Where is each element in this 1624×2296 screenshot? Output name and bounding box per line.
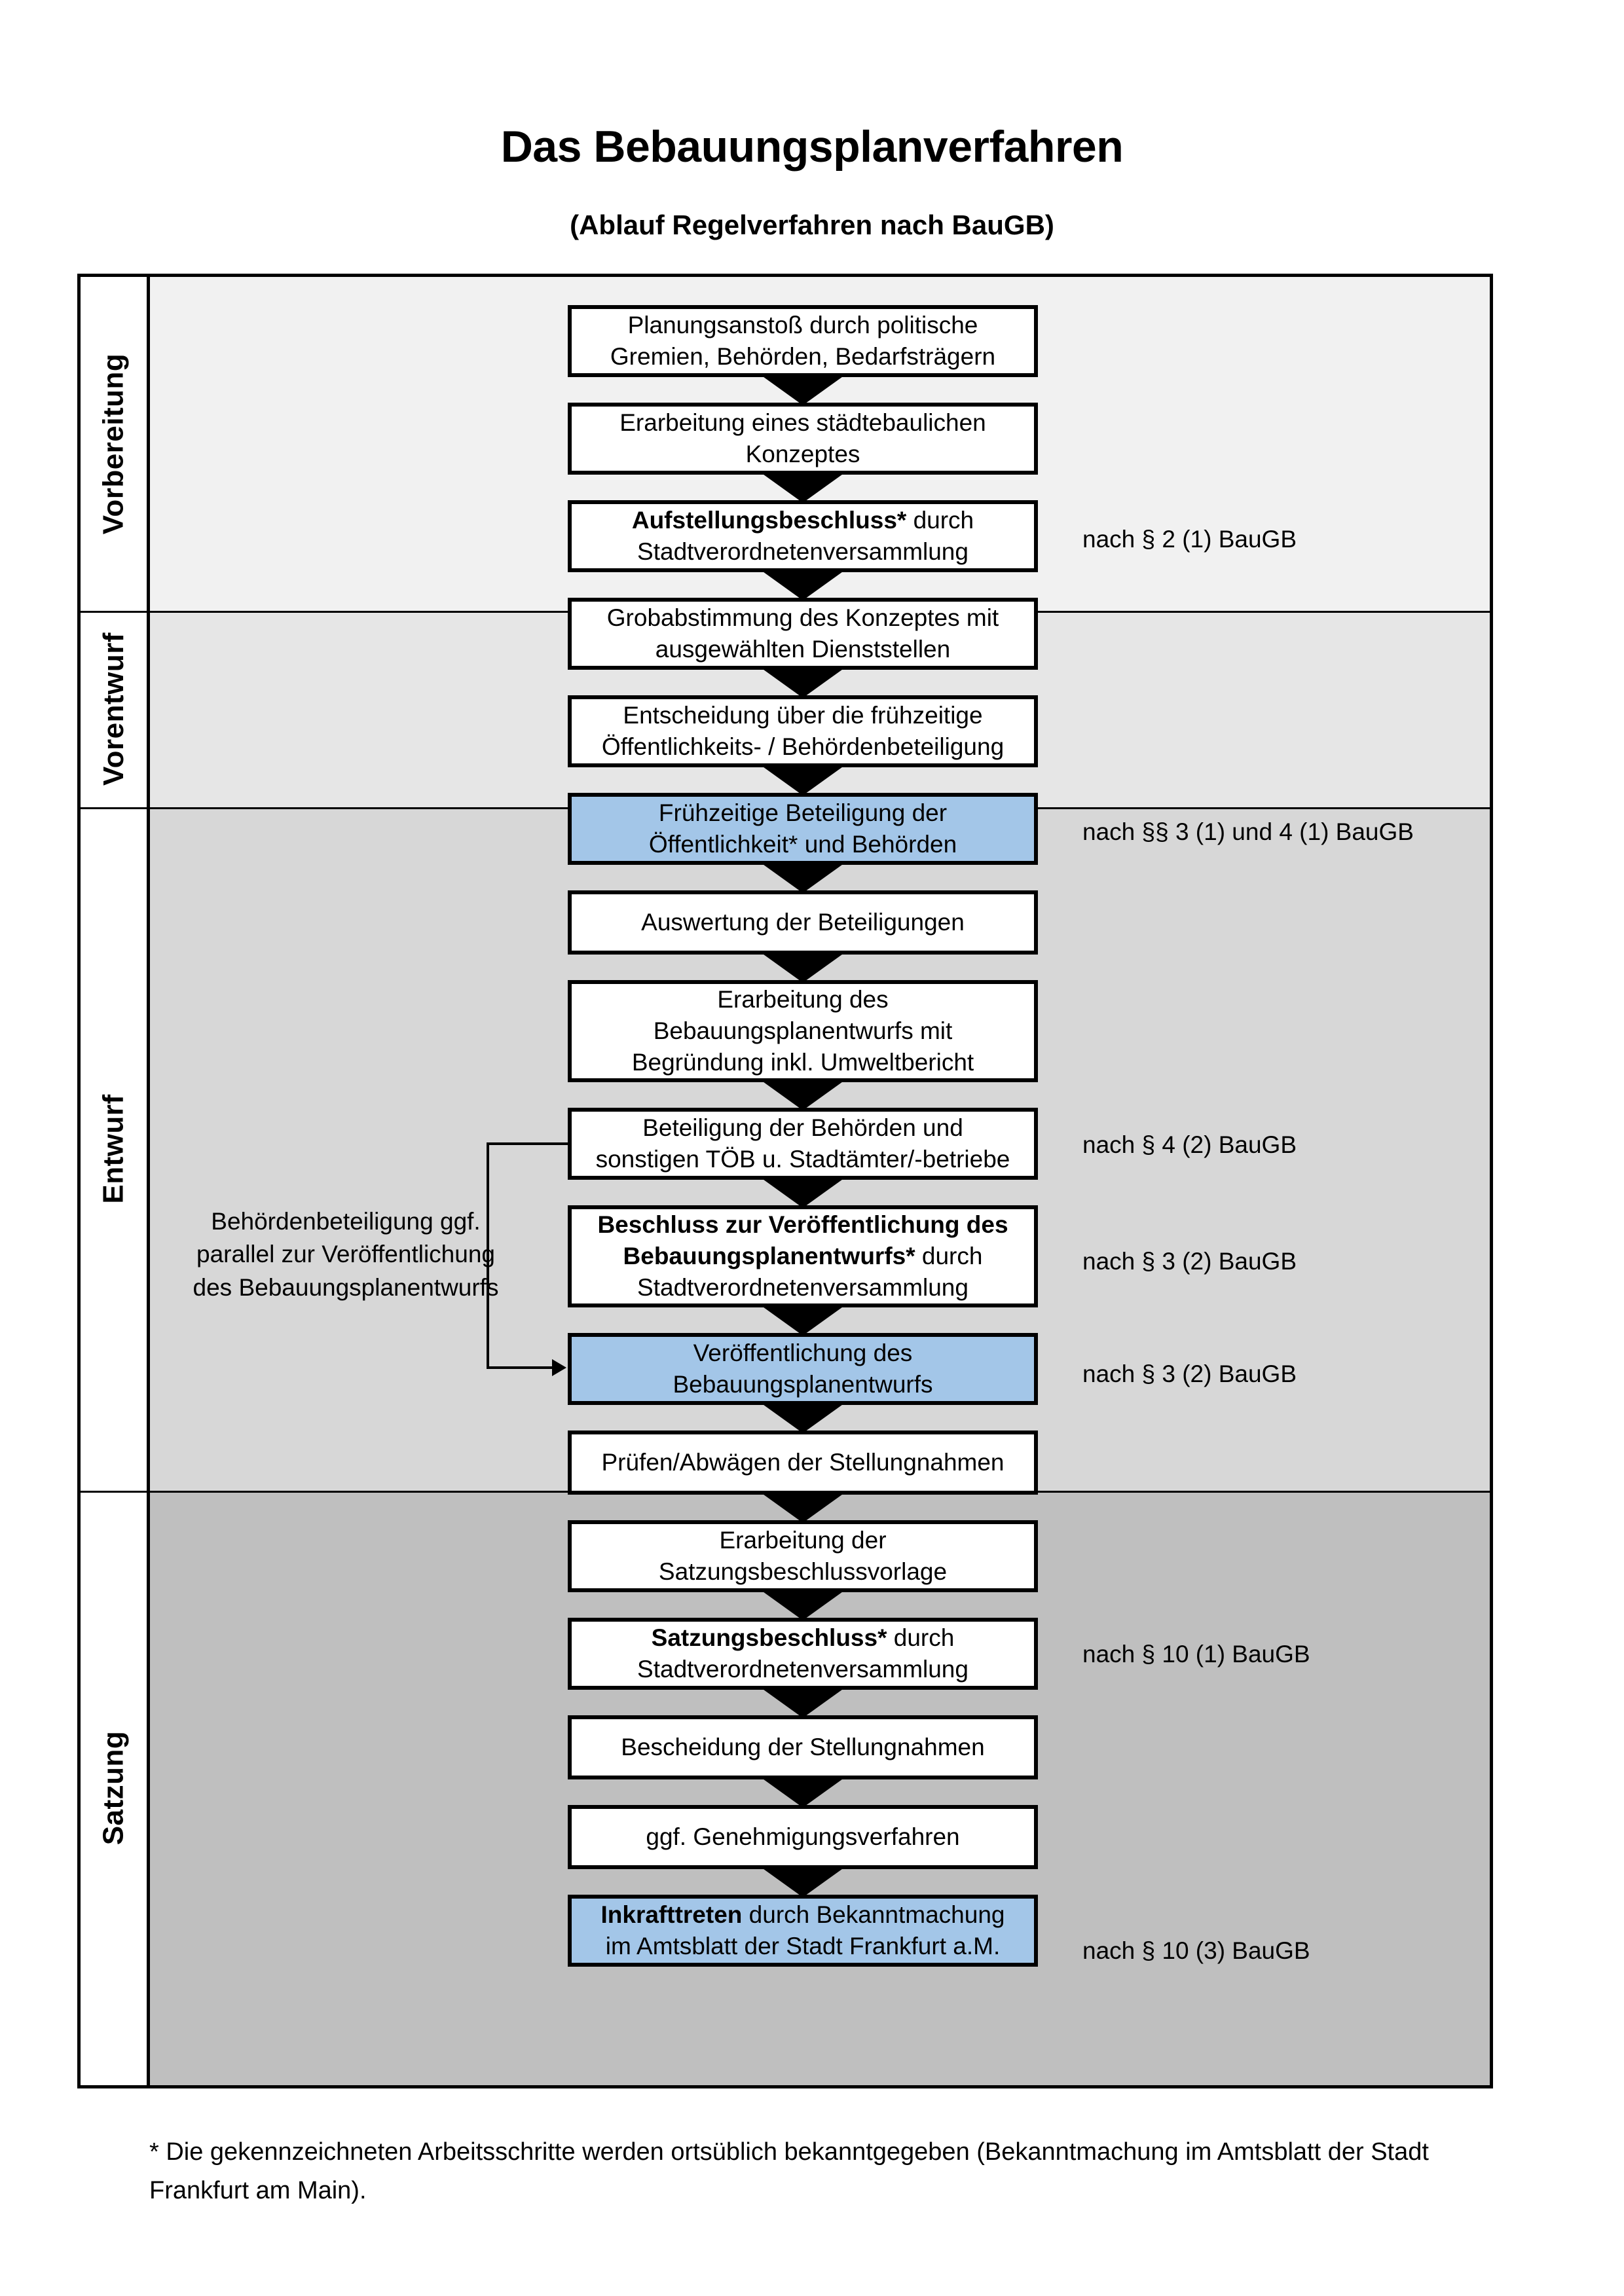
legal-ref-r5: nach § 3 (2) BauGB xyxy=(1082,1360,1297,1387)
process-box-s16[interactable]: ggf. Genehmigungsverfahren xyxy=(568,1805,1038,1869)
legal-ref-r7: nach § 10 (3) BauGB xyxy=(1082,1937,1310,1964)
process-box-s11[interactable]: Veröffentlichung des Bebauungsplanentwur… xyxy=(568,1333,1038,1405)
box-line-suffix: durch xyxy=(887,1624,955,1651)
box-line: Beschluss zur Veröffentlichung des xyxy=(597,1211,1008,1238)
box-line: Öffentlichkeits- / Behördenbeteiligung xyxy=(601,733,1005,760)
box-line: ggf. Genehmigungsverfahren xyxy=(646,1823,960,1850)
stage-label-text: Vorentwurf xyxy=(97,632,130,786)
process-box-s2[interactable]: Erarbeitung eines städtebaulichen Konzep… xyxy=(568,403,1038,475)
box-line: Satzungsbeschlussvorlage xyxy=(658,1558,948,1585)
box-line: Inkrafttreten durch Bekanntmachung xyxy=(601,1899,1005,1931)
process-box-s7[interactable]: Auswertung der Beteiligungen xyxy=(568,890,1038,955)
box-line: im Amtsblatt der Stadt Frankfurt a.M. xyxy=(605,1933,1001,1959)
stage-label-text: Vorbereitung xyxy=(97,353,130,535)
legal-ref-r6: nach § 10 (1) BauGB xyxy=(1082,1641,1310,1667)
box-line-strong: Aufstellungsbeschluss* xyxy=(631,506,907,534)
box-line: Erarbeitung der xyxy=(719,1526,887,1554)
box-line-strong: Satzungsbeschluss* xyxy=(651,1624,887,1651)
legal-ref-r3: nach § 4 (2) BauGB xyxy=(1082,1131,1297,1158)
legal-ref-r1: nach § 2 (1) BauGB xyxy=(1082,526,1297,553)
side-note-behoerdenbeteiligung: Behördenbeteiligung ggf. parallel zur Ve… xyxy=(192,1205,500,1304)
stage-label-text: Satzung xyxy=(97,1730,130,1846)
process-box-s12[interactable]: Prüfen/Abwägen der Stellungnahmen xyxy=(568,1430,1038,1495)
process-box-s13[interactable]: Erarbeitung der Satzungsbeschlussvorlage xyxy=(568,1520,1038,1592)
process-box-s9[interactable]: Beteiligung der Behörden und sonstigen T… xyxy=(568,1108,1038,1180)
side-note-line: Behördenbeteiligung xyxy=(211,1208,434,1235)
box-line: Frühzeitige Beteiligung der xyxy=(658,799,948,826)
box-line: Veröffentlichung des xyxy=(693,1339,913,1366)
box-line: Aufstellungsbeschluss* durch xyxy=(632,505,974,536)
process-box-s10[interactable]: Beschluss zur Veröffentlichung des Bebau… xyxy=(568,1205,1038,1307)
process-box-s14[interactable]: Satzungsbeschluss* durch Stadtverordnete… xyxy=(568,1618,1038,1690)
process-box-s1[interactable]: Planungsanstoß durch politische Gremien,… xyxy=(568,305,1038,377)
box-line: Bescheidung der Stellungnahmen xyxy=(621,1733,985,1760)
stage-label-entwurf: Entwurf xyxy=(81,807,147,1491)
process-box-s8[interactable]: Erarbeitung des Bebauungsplanentwurfs mi… xyxy=(568,980,1038,1082)
box-line: Entscheidung über die frühzeitige xyxy=(623,701,983,729)
box-line: Erarbeitung des xyxy=(717,985,889,1013)
connector-bottom-segment xyxy=(487,1366,553,1369)
process-box-s17[interactable]: Inkrafttreten durch Bekanntmachung im Am… xyxy=(568,1895,1038,1967)
box-line: Stadtverordnetenversammlung xyxy=(637,1274,969,1302)
box-line-strong: Inkrafttreten xyxy=(600,1901,743,1928)
box-line: Prüfen/Abwägen der Stellungnahmen xyxy=(601,1448,1005,1476)
process-box-s4[interactable]: Grobabstimmung des Konzeptes mit ausgewä… xyxy=(568,598,1038,670)
box-line-suffix: durch xyxy=(906,506,974,534)
connector-top-segment xyxy=(487,1142,568,1145)
box-line: ausgewählten Dienststellen xyxy=(655,636,951,663)
legal-ref-r4: nach § 3 (2) BauGB xyxy=(1082,1248,1297,1275)
box-line: sonstigen TÖB u. Stadtämter/-betriebe xyxy=(595,1146,1010,1173)
box-line: Gremien, Behörden, Bedarfsträgern xyxy=(610,343,996,370)
side-note-line: ggf. parallel zur xyxy=(196,1208,481,1268)
box-line: Erarbeitung eines städtebaulichen xyxy=(619,409,986,436)
box-line: Beteiligung der Behörden und xyxy=(642,1114,963,1141)
box-line: Bebauungsplanentwurfs* durch xyxy=(597,1241,1008,1272)
box-line-suffix: durch Bekanntmachung xyxy=(742,1901,1005,1928)
side-note-line: Bebauungsplanentwurfs xyxy=(238,1273,499,1301)
legal-ref-r2: nach §§ 3 (1) und 4 (1) BauGB xyxy=(1082,818,1414,845)
stage-label-satzung: Satzung xyxy=(81,1491,147,2085)
page-subtitle: (Ablauf Regelverfahren nach BauGB) xyxy=(570,210,1054,240)
box-line: Konzeptes xyxy=(745,441,860,467)
footnote: * Die gekennzeichneten Arbeitsschritte w… xyxy=(149,2138,1429,2204)
connector-vertical xyxy=(487,1142,489,1368)
box-line: Planungsanstoß durch politische xyxy=(627,311,978,338)
box-line: Grobabstimmung des Konzeptes mit xyxy=(606,604,999,631)
process-box-s5[interactable]: Entscheidung über die frühzeitige Öffent… xyxy=(568,695,1038,767)
process-box-s3[interactable]: Aufstellungsbeschluss* durch Stadtverord… xyxy=(568,500,1038,572)
stage-label-divider xyxy=(147,277,150,2085)
box-line: Auswertung der Beteiligungen xyxy=(641,908,965,936)
box-line-suffix: durch xyxy=(915,1242,983,1269)
process-box-s6[interactable]: Frühzeitige Beteiligung der Öffentlichke… xyxy=(568,793,1038,865)
side-note-line: Veröffentlichung des xyxy=(193,1241,495,1301)
process-box-s15[interactable]: Bescheidung der Stellungnahmen xyxy=(568,1715,1038,1779)
box-line: Stadtverordnetenversammlung xyxy=(637,1656,969,1683)
box-line: Begründung inkl. Umweltbericht xyxy=(631,1049,974,1076)
box-line: Stadtverordnetenversammlung xyxy=(637,538,969,565)
box-line: Öffentlichkeit* und Behörden xyxy=(648,831,957,858)
box-line: Satzungsbeschluss* durch xyxy=(637,1622,969,1654)
box-line-strong: Bebauungsplanentwurfs* xyxy=(623,1242,915,1269)
page-title: Das Bebauungsplanverfahren xyxy=(500,122,1124,172)
stage-label-vorbereitung: Vorbereitung xyxy=(81,277,147,611)
stage-label-text: Entwurf xyxy=(97,1094,130,1204)
diagram-frame: Vorbereitung Vorentwurf Entwurf Satzung … xyxy=(77,274,1493,2088)
box-line: Bebauungsplanentwurfs mit xyxy=(653,1017,953,1044)
stage-label-vorentwurf: Vorentwurf xyxy=(81,611,147,807)
box-line: Bebauungsplanentwurfs xyxy=(673,1371,933,1398)
